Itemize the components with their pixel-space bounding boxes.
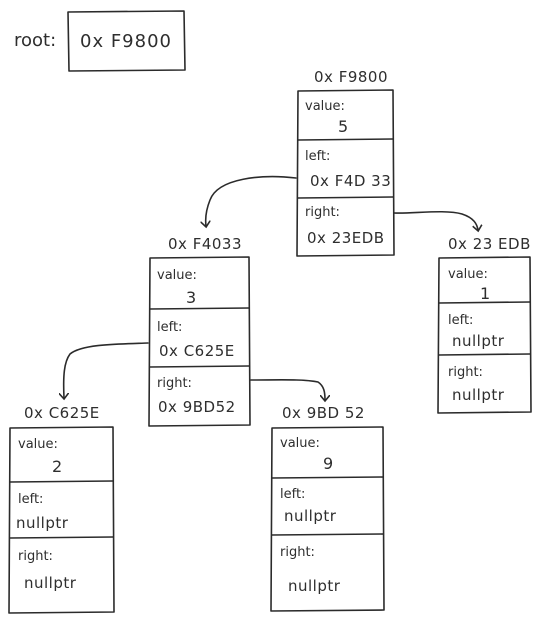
node-9-value: 9 [323, 454, 334, 473]
arrow-5-to-3 [206, 175, 297, 226]
node-1-divider-2 [438, 353, 531, 356]
node-2-left-label: left: [18, 492, 44, 507]
node-9-address: 0x 9BD 52 [282, 404, 365, 422]
node-1-divider-1 [438, 301, 531, 304]
node-5-address: 0x F9800 [314, 68, 388, 86]
root-value: 0x F9800 [80, 31, 172, 52]
node-2-right-value: nullptr [24, 574, 77, 592]
node-2-address: 0x C625E [24, 404, 100, 422]
node-1-value-label: value: [448, 267, 488, 282]
node-3-right-value: 0x 9BD52 [158, 398, 236, 416]
node-5-divider-1 [297, 138, 394, 141]
node-1-left-value: nullptr [452, 332, 505, 350]
node-2-divider-2 [9, 536, 114, 539]
node-3-right-label: right: [157, 376, 192, 391]
node-2-value: 2 [52, 457, 63, 476]
node-1-box [437, 256, 532, 414]
node-5-value: 5 [338, 117, 349, 136]
node-5-value-label: value: [305, 99, 345, 114]
node-1-right-label: right: [448, 365, 483, 380]
node-2-box [8, 426, 115, 614]
node-9-divider-2 [271, 533, 384, 536]
node-9-right-label: right: [280, 545, 315, 560]
arrow-3-to-2 [64, 342, 149, 398]
node-5-box [296, 89, 395, 257]
root-label: root: [14, 30, 57, 51]
node-5-divider-2 [297, 196, 394, 199]
node-1-right-value: nullptr [452, 386, 505, 404]
node-5-right-label: right: [305, 205, 340, 220]
node-3-value: 3 [186, 288, 197, 307]
node-3-box [148, 256, 251, 427]
node-3-left-value: 0x C625E [159, 342, 235, 360]
node-3-left-label: left: [157, 320, 183, 335]
node-1-left-label: left: [448, 313, 474, 328]
node-9-right-value: nullptr [288, 577, 341, 595]
node-3-value-label: value: [157, 268, 197, 283]
node-5-right-value: 0x 23EDB [307, 229, 385, 247]
node-5-left-label: left: [305, 149, 331, 164]
node-9-divider-1 [271, 476, 384, 479]
node-3-divider-2 [149, 365, 250, 368]
node-9-left-label: left: [280, 487, 306, 502]
arrow-5-to-1 [393, 210, 478, 230]
node-1-value: 1 [480, 284, 491, 303]
node-9-left-value: nullptr [284, 507, 337, 525]
node-2-divider-1 [9, 480, 114, 483]
node-3-address: 0x F4033 [168, 235, 242, 253]
node-1-address: 0x 23 EDB [448, 235, 531, 253]
node-9-box [270, 426, 385, 612]
root-box [67, 10, 186, 72]
node-2-value-label: value: [18, 437, 58, 452]
node-9-value-label: value: [280, 436, 320, 451]
node-2-right-label: right: [18, 549, 53, 564]
node-3-divider-1 [149, 307, 250, 310]
arrow-3-to-9 [250, 379, 325, 400]
node-5-left-value: 0x F4D 33 [310, 172, 392, 190]
node-2-left-value: nullptr [16, 514, 69, 532]
